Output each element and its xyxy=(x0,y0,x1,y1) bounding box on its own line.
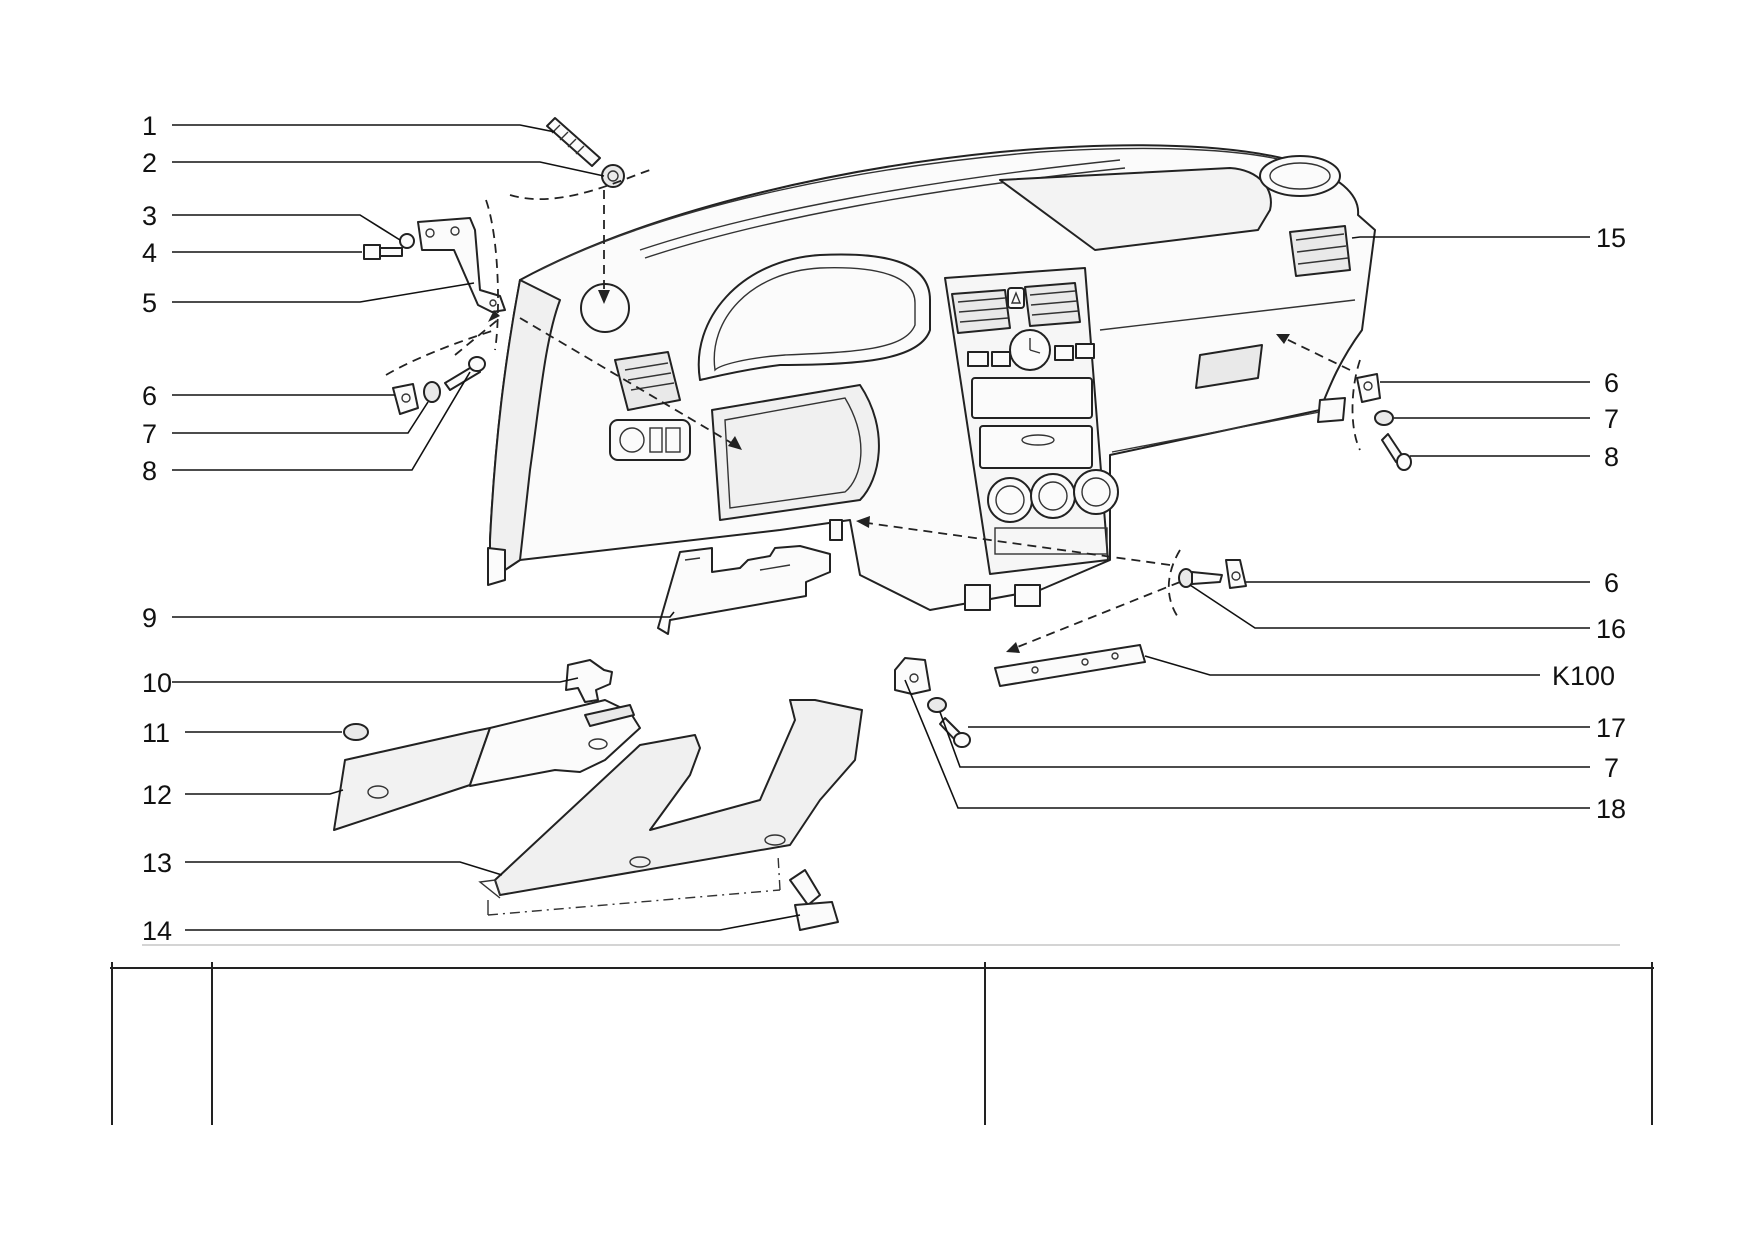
callout-15: 15 xyxy=(1596,223,1626,253)
dashboard-assembly xyxy=(487,144,1376,611)
callout-k100: K100 xyxy=(1552,661,1615,691)
callout-8-left: 8 xyxy=(142,456,157,486)
callout-7-right: 7 xyxy=(1604,404,1619,434)
leader-lines xyxy=(172,124,1590,931)
part-5-bracket xyxy=(417,217,506,313)
callout-4: 4 xyxy=(142,238,157,268)
part-6-clip-left xyxy=(392,383,419,415)
callout-3: 3 xyxy=(142,201,157,231)
callout-8-right: 8 xyxy=(1604,442,1619,472)
part-k100-rail xyxy=(994,644,1146,687)
part-17-screw xyxy=(939,717,971,748)
callout-17: 17 xyxy=(1596,713,1626,743)
part-4-bolt xyxy=(363,244,403,260)
part-12-lower-cover xyxy=(333,699,641,831)
callout-6-right: 6 xyxy=(1604,368,1619,398)
callout-13: 13 xyxy=(142,848,172,878)
callout-2: 2 xyxy=(142,148,157,178)
callout-9: 9 xyxy=(142,603,157,633)
part-6-clip-center xyxy=(1225,559,1247,589)
callout-16: 16 xyxy=(1596,614,1626,644)
part-7-washer-right xyxy=(1374,410,1394,426)
assembly-dashed-lines xyxy=(385,169,1361,916)
callout-14: 14 xyxy=(142,916,172,946)
part-8-screw-right xyxy=(1381,433,1412,471)
part-9-bracket xyxy=(657,545,831,635)
part-13-lower-trim xyxy=(478,699,863,899)
part-7-washer-lower xyxy=(927,697,947,713)
callout-labels: 1 2 3 4 5 6 7 8 9 10 11 12 13 14 15 6 7 … xyxy=(142,111,1626,946)
callout-12: 12 xyxy=(142,780,172,810)
callout-6-center: 6 xyxy=(1604,568,1619,598)
part-6-clip-right xyxy=(1356,373,1381,403)
parts-table-frame xyxy=(110,962,1654,1125)
callout-7-lower: 7 xyxy=(1604,753,1619,783)
callout-11: 11 xyxy=(142,718,170,748)
callout-6-left: 6 xyxy=(142,381,157,411)
part-14-plug xyxy=(789,869,839,931)
part-7-washer-left xyxy=(423,381,441,403)
callout-10: 10 xyxy=(142,668,172,698)
callout-1: 1 xyxy=(142,111,157,141)
part-11-nut xyxy=(343,723,369,741)
part-1-stud xyxy=(546,117,601,167)
part-18-bracket xyxy=(894,657,931,695)
part-3-washer xyxy=(399,233,415,249)
callout-7-left: 7 xyxy=(142,419,157,449)
callout-5: 5 xyxy=(142,288,157,318)
callout-18: 18 xyxy=(1596,794,1626,824)
part-16-screw xyxy=(1178,568,1223,588)
part-8-screw-left xyxy=(444,356,486,391)
part-10-latch xyxy=(565,659,613,703)
